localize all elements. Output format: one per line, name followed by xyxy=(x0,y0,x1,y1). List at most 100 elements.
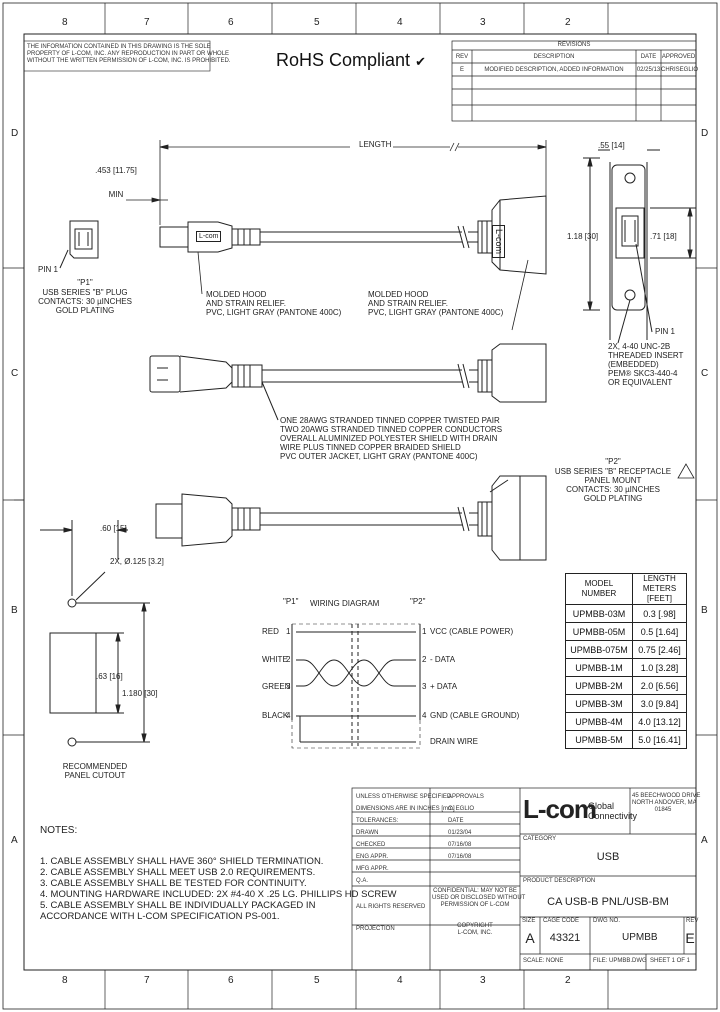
file-label: FILE: UPMBB.DWG xyxy=(593,958,647,964)
hood-right-line: PVC, LIGHT GRAY (PANTONE 400C) xyxy=(368,308,504,317)
copyright-line: CONFIDENTIAL: MAY NOT BE xyxy=(433,888,517,894)
drain-wire-label: DRAIN WIRE xyxy=(430,737,478,746)
signal-vcc: VCC (CABLE POWER) xyxy=(430,627,514,636)
model-cell: UPMBB-4M xyxy=(565,712,633,731)
zone-2-bottom: 2 xyxy=(565,975,571,986)
hood-left-label: MOLDED HOOD AND STRAIN RELIEF. PVC, LIGH… xyxy=(206,290,341,317)
cutout-label: RECOMMENDED PANEL CUTOUT xyxy=(40,762,150,780)
receptacle-line: PANEL MOUNT xyxy=(584,476,642,485)
rev-header: REV xyxy=(455,54,469,60)
warning-triangle xyxy=(677,463,695,479)
p1-pin-1: 1 xyxy=(286,627,291,636)
cutout-line: RECOMMENDED xyxy=(62,762,128,771)
wire-color-red: RED xyxy=(262,627,279,636)
zone-a-right: A xyxy=(701,835,708,846)
copyright-line: USED OR DISCLOSED WITHOUT xyxy=(432,895,526,901)
signal-data-minus: - DATA xyxy=(430,655,456,664)
note-item: 2. CABLE ASSEMBLY SHALL MEET USB 2.0 REQ… xyxy=(40,867,316,878)
cable-line: TWO 20AWG STRANDED TINNED COPPER CONDUCT… xyxy=(280,425,503,434)
dim-063: .63 [16] xyxy=(96,672,123,681)
dim-071: .71 [18] xyxy=(650,232,677,241)
length-cell: 3.0 [9.84] xyxy=(632,694,687,713)
header-text: NUMBER xyxy=(581,589,617,598)
dwg-label: DWG NO. xyxy=(593,918,620,924)
wire-color-white: WHITE xyxy=(262,655,288,664)
note-item: 5. CABLE ASSEMBLY SHALL BE INDIVIDUALLY … xyxy=(40,900,316,911)
sheet-label: SHEET 1 OF 1 xyxy=(650,958,690,964)
pin1-left-label: PIN 1 xyxy=(38,265,59,274)
model-cell: UPMBB-3M xyxy=(565,694,633,713)
panel-cutout xyxy=(40,520,150,747)
rohs-label: RoHS Compliant ✔ xyxy=(276,50,426,72)
zone-6-top: 6 xyxy=(228,17,234,28)
tb-left-cell: TOLERANCES: xyxy=(356,818,399,824)
model-cell: UPMBB-2M xyxy=(565,676,633,695)
hood-left-line: PVC, LIGHT GRAY (PANTONE 400C) xyxy=(206,308,342,317)
dim-060: .60 [15] xyxy=(100,524,127,533)
insert-label: 2X, 4-40 UNC-2B THREADED INSERT (EMBEDDE… xyxy=(608,342,683,387)
zone-8-bottom: 8 xyxy=(62,975,68,986)
zone-d-left: D xyxy=(11,128,19,139)
cutout-line: PANEL CUTOUT xyxy=(64,771,126,780)
cage-label: CAGE CODE xyxy=(543,918,580,924)
approval-cell: 07/16/08 xyxy=(448,842,472,848)
length-cell: 0.75 [2.46] xyxy=(632,640,687,659)
notice-line: THE INFORMATION CONTAINED IN THIS DRAWIN… xyxy=(27,44,211,50)
model-cell: UPMBB-05M xyxy=(565,622,633,641)
plug-desc-line: GOLD PLATING xyxy=(55,306,115,315)
copyright-line: PERMISSION OF L-COM xyxy=(440,902,510,908)
hood-left-line: MOLDED HOOD xyxy=(206,290,267,299)
approved-header: APPROVED xyxy=(661,54,696,60)
dwg-value: UPMBB xyxy=(622,932,658,943)
wiring-diagram-lines xyxy=(291,623,421,749)
receptacle-end-view xyxy=(583,149,696,344)
zone-b-right: B xyxy=(701,605,708,616)
model-cell: UPMBB-1M xyxy=(565,658,633,677)
title-block-left-cells: UNLESS OTHERWISE SPECIFIED DIMENSIONS AR… xyxy=(356,791,455,935)
hood-brand-label-right: L-com xyxy=(492,225,505,259)
rev-label: REV xyxy=(686,918,699,924)
wiring-p2: "P2" xyxy=(410,597,426,606)
receptacle-line: CONTACTS: 30 µINCHES xyxy=(566,485,660,494)
zone-d-right: D xyxy=(701,128,709,139)
tagline-line: Global xyxy=(588,801,615,811)
note-item: 3. CABLE ASSEMBLY SHALL BE TESTED FOR CO… xyxy=(40,878,307,889)
size-value: A xyxy=(525,930,535,946)
category-value: USB xyxy=(596,851,620,863)
p2-pin-4: 4 xyxy=(422,711,427,720)
p2-pin-1: 1 xyxy=(422,627,427,636)
tb-left-cell: CHECKED xyxy=(356,842,386,848)
length-cell: 2.0 [6.56] xyxy=(632,676,687,695)
hole-callout: 2X, Ø.125 [3.2] xyxy=(110,557,164,566)
signal-data-plus: + DATA xyxy=(430,682,458,691)
length-cell: 0.3 [.98] xyxy=(632,604,687,623)
p1-pin-2: 2 xyxy=(286,655,291,664)
wire-color-black: BLACK xyxy=(262,711,289,720)
hood-right-line: MOLDED HOOD xyxy=(368,290,429,299)
title-block-lines xyxy=(351,787,697,971)
pin1-right-label: PIN 1 xyxy=(655,327,676,336)
zone-b-left: B xyxy=(11,605,18,616)
insert-line: THREADED INSERT xyxy=(608,351,684,360)
tb-left-cell: DRAWN xyxy=(356,830,379,836)
length-label: LENGTH xyxy=(357,140,394,149)
cable-line: WIRE PLUS TINNED COPPER BRAIDED SHIELD xyxy=(280,443,461,452)
company-address: 45 BEECHWOOD DRIVE NORTH ANDOVER, MA 018… xyxy=(632,793,700,814)
plug-desc-line: USB SERIES "B" PLUG xyxy=(42,288,128,297)
header-text: METERS [FEET] xyxy=(642,584,677,603)
tb-left-cell: ENG APPR. xyxy=(356,854,389,860)
hood-right-label: MOLDED HOOD AND STRAIN RELIEF. PVC, LIGH… xyxy=(368,290,503,317)
note-item: ACCORDANCE WITH L-COM SPECIFICATION PS-0… xyxy=(40,911,280,922)
description-label: PRODUCT DESCRIPTION xyxy=(523,878,596,884)
proprietary-notice: THE INFORMATION CONTAINED IN THIS DRAWIN… xyxy=(27,44,230,65)
notice-box xyxy=(23,40,211,72)
tb-left-cell: MFG APPR. xyxy=(356,866,389,872)
